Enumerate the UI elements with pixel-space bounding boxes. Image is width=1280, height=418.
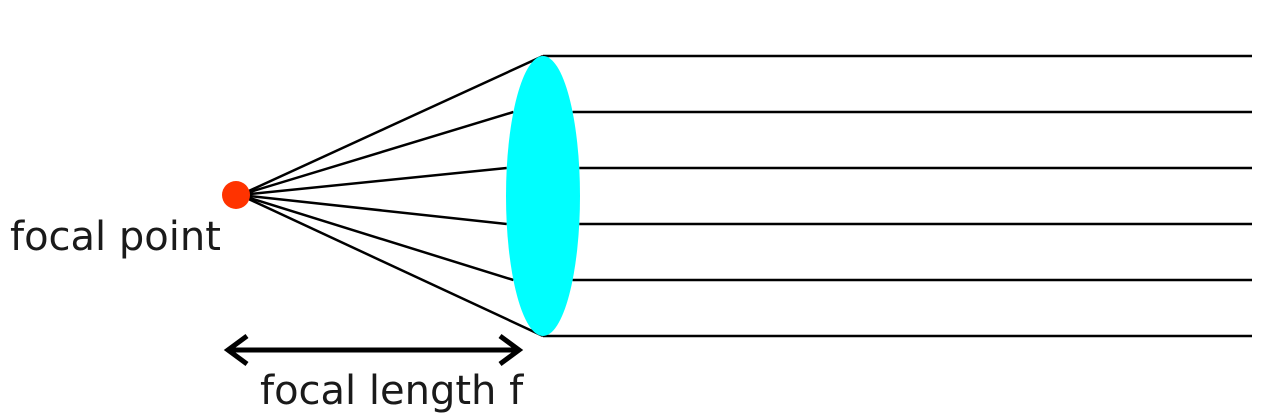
incoming-ray bbox=[239, 193, 507, 226]
focal-point-dot bbox=[222, 181, 250, 209]
focal-point-label: focal point bbox=[10, 214, 221, 260]
focal-length-arrow bbox=[223, 333, 524, 367]
incoming-ray bbox=[239, 110, 514, 197]
convex-lens bbox=[506, 56, 580, 336]
incoming-rays bbox=[239, 54, 544, 338]
incoming-ray bbox=[239, 54, 544, 197]
parallel-rays bbox=[543, 54, 1252, 338]
incoming-ray bbox=[239, 166, 507, 197]
incoming-ray bbox=[239, 193, 544, 338]
incoming-ray bbox=[239, 193, 514, 282]
focal-length-label: focal length f bbox=[260, 368, 524, 414]
